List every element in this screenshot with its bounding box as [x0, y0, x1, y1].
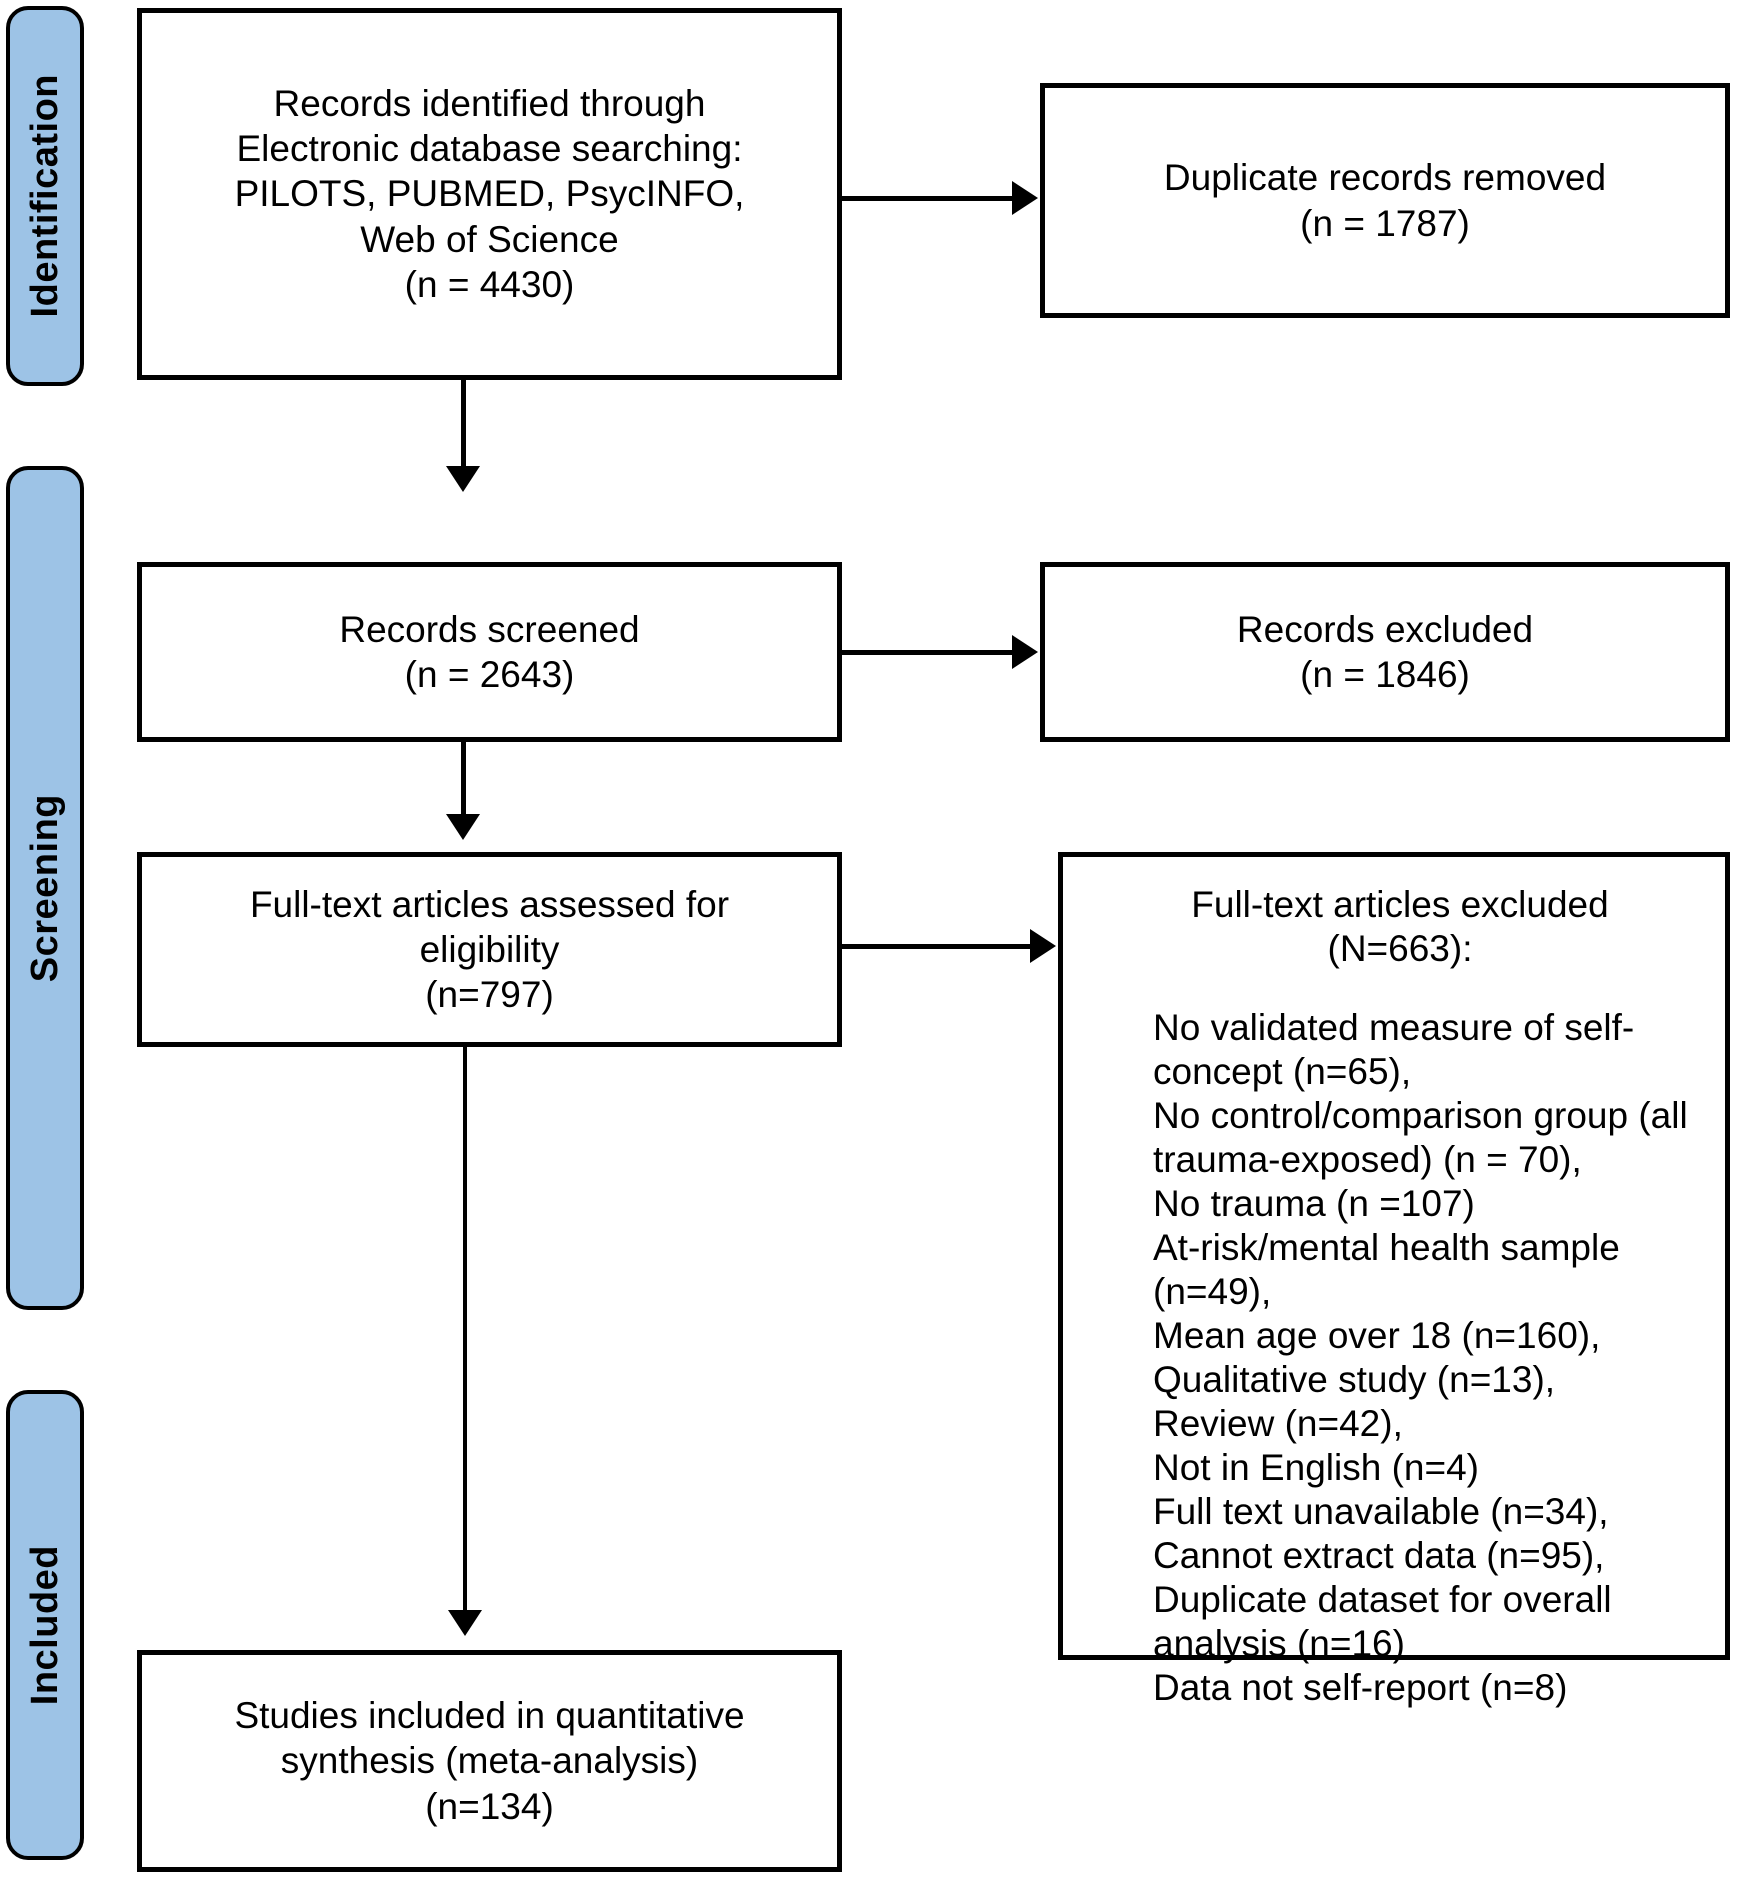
arrowhead-fulltext-to-excluded — [1030, 929, 1056, 963]
stage-label-screening-text: Screening — [23, 793, 66, 983]
stage-label-identification-text: Identification — [23, 74, 66, 318]
stage-label-included-text: Included — [23, 1544, 66, 1706]
box-fulltext-excluded: Full-text articles excluded (N=663): No … — [1058, 852, 1730, 1708]
arrowhead-identified-to-duplicates — [1012, 181, 1038, 215]
box-included-studies: Studies included in quantitative synthes… — [137, 1650, 842, 1872]
arrowhead-screened-to-excluded — [1012, 635, 1038, 669]
box-duplicate-records-removed: Duplicate records removed (n = 1787) — [1040, 83, 1730, 318]
box-included-studies-text: Studies included in quantitative synthes… — [234, 1695, 745, 1827]
connector-screened-to-excluded — [842, 650, 1014, 655]
box-records-excluded-text: Records excluded (n = 1846) — [1236, 608, 1534, 695]
connector-identified-to-screened — [461, 380, 466, 470]
box-fulltext-excluded-heading: Full-text articles excluded (N=663): — [1191, 884, 1609, 970]
box-records-excluded: Records excluded (n = 1846) — [1040, 562, 1730, 742]
stage-label-included: Included — [6, 1390, 84, 1860]
box-records-screened-text: Records screened (n = 2643) — [339, 608, 640, 695]
box-fulltext-assessed: Full-text articles assessed for eligibil… — [137, 852, 842, 1047]
box-fulltext-excluded-reasons: No validated measure of self- concept (n… — [1153, 1006, 1688, 1709]
box-records-identified: Records identified through Electronic da… — [137, 8, 842, 380]
connector-fulltext-to-excluded — [842, 944, 1032, 949]
stage-label-identification: Identification — [6, 6, 84, 386]
arrowhead-fulltext-to-included — [448, 1610, 482, 1636]
box-fulltext-assessed-text: Full-text articles assessed for eligibil… — [249, 883, 730, 1016]
connector-identified-to-duplicates — [842, 196, 1014, 201]
arrowhead-screened-to-fulltext — [446, 814, 480, 840]
stage-label-screening: Screening — [6, 466, 84, 1310]
arrowhead-identified-to-screened — [446, 466, 480, 492]
box-duplicate-records-removed-text: Duplicate records removed (n = 1787) — [1163, 157, 1607, 244]
box-records-identified-text: Records identified through Electronic da… — [234, 83, 745, 305]
box-records-screened: Records screened (n = 2643) — [137, 562, 842, 742]
connector-screened-to-fulltext — [461, 742, 466, 818]
connector-fulltext-to-included — [463, 1047, 467, 1617]
